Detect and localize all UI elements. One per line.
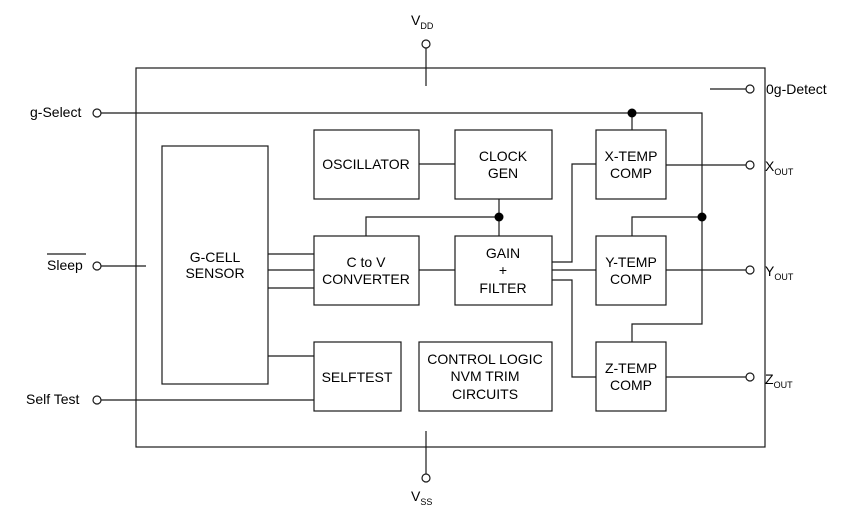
y-temp-label-2: COMP bbox=[610, 271, 652, 287]
c-to-v-block bbox=[313, 235, 420, 306]
junction-dot bbox=[494, 212, 504, 222]
control-label-3: CIRCUITS bbox=[452, 386, 518, 402]
clock-gen-label-1: CLOCK bbox=[479, 148, 528, 164]
selftest-label: SELFTEST bbox=[322, 369, 393, 385]
z-temp-label-1: Z-TEMP bbox=[605, 360, 657, 376]
vss-pin bbox=[421, 473, 431, 483]
xout-pin bbox=[745, 160, 755, 170]
z-temp-comp-block bbox=[595, 341, 667, 412]
gcell-sensor-block bbox=[161, 145, 269, 385]
x-temp-comp-block bbox=[595, 129, 667, 200]
gain-filter-block bbox=[454, 235, 553, 306]
z-temp-label-2: COMP bbox=[610, 377, 652, 393]
control-logic-block bbox=[418, 341, 553, 412]
xout-label: XOUT bbox=[765, 158, 794, 177]
self-test-label: Self Test bbox=[26, 391, 80, 407]
yout-pin bbox=[745, 265, 755, 275]
vss-label: VSS bbox=[411, 488, 432, 507]
control-label-2: NVM TRIM bbox=[451, 368, 520, 384]
zero-g-detect-pin bbox=[745, 84, 755, 94]
g-select-label: g-Select bbox=[30, 104, 81, 120]
zero-g-detect-label: 0g-Detect bbox=[766, 81, 827, 97]
x-temp-label-1: X-TEMP bbox=[605, 148, 658, 164]
junction-dot bbox=[697, 212, 707, 222]
vdd-pin bbox=[421, 39, 431, 49]
sleep-pin bbox=[92, 261, 102, 271]
gcell-label-2: SENSOR bbox=[185, 265, 244, 281]
oscillator-block bbox=[313, 129, 420, 200]
oscillator-label: OSCILLATOR bbox=[322, 156, 409, 172]
yout-label: YOUT bbox=[765, 263, 794, 282]
vdd-label: VDD bbox=[411, 12, 434, 31]
self-test-pin bbox=[92, 395, 102, 405]
plus-label: + bbox=[499, 262, 507, 278]
y-temp-label-1: Y-TEMP bbox=[605, 254, 657, 270]
zout-label: ZOUT bbox=[765, 371, 793, 390]
control-label-1: CONTROL LOGIC bbox=[427, 351, 542, 367]
selftest-block bbox=[313, 341, 402, 412]
g-select-pin bbox=[92, 108, 102, 118]
gcell-label-1: G-CELL bbox=[190, 249, 241, 265]
filter-label: FILTER bbox=[479, 280, 526, 296]
junction-dot bbox=[627, 108, 637, 118]
zout-pin bbox=[745, 372, 755, 382]
clock-gen-block bbox=[454, 129, 553, 200]
sleep-label: Sleep bbox=[47, 257, 83, 273]
clock-gen-label-2: GEN bbox=[488, 165, 518, 181]
c-to-v-label-1: C to V bbox=[347, 254, 387, 270]
y-temp-comp-block bbox=[595, 235, 667, 306]
c-to-v-label-2: CONVERTER bbox=[322, 271, 410, 287]
gain-label: GAIN bbox=[486, 245, 520, 261]
x-temp-label-2: COMP bbox=[610, 165, 652, 181]
